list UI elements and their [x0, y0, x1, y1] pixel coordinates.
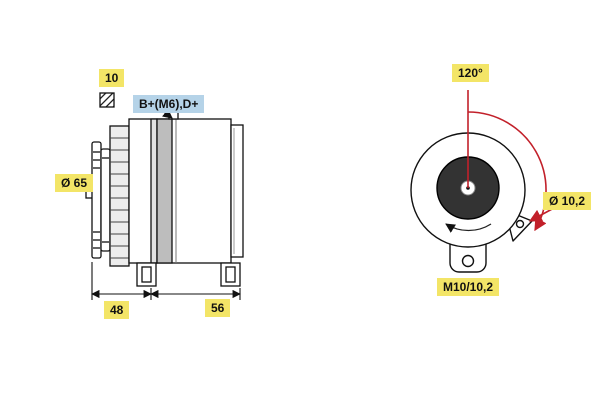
- dimension-lines: [91, 262, 241, 300]
- ear-hole: [515, 219, 525, 229]
- dim-48-label: 48: [104, 301, 130, 319]
- mounting-feet: [136, 262, 241, 287]
- hole-leader-arrow: [528, 207, 555, 222]
- pulley: [91, 141, 111, 259]
- fan: [109, 125, 130, 267]
- alternator-rear-view: [410, 90, 555, 273]
- bottom-lug-hole: [461, 254, 475, 268]
- alternator-side-view: [85, 92, 244, 300]
- ref-number-label: 10: [99, 69, 125, 87]
- hole-diameter-label: Ø 10,2: [543, 192, 592, 210]
- dim-56-label: 56: [205, 299, 231, 317]
- hatch-swatch: [99, 92, 115, 108]
- thread-spec-label: M10/10,2: [437, 278, 500, 296]
- housing-body: [128, 118, 244, 264]
- pulley-diameter-label: Ø 65: [55, 174, 94, 192]
- mount-angle-label: 120°: [452, 64, 489, 82]
- rotation-arrow: [445, 223, 492, 233]
- terminal-label: B+(M6),D+: [133, 95, 205, 113]
